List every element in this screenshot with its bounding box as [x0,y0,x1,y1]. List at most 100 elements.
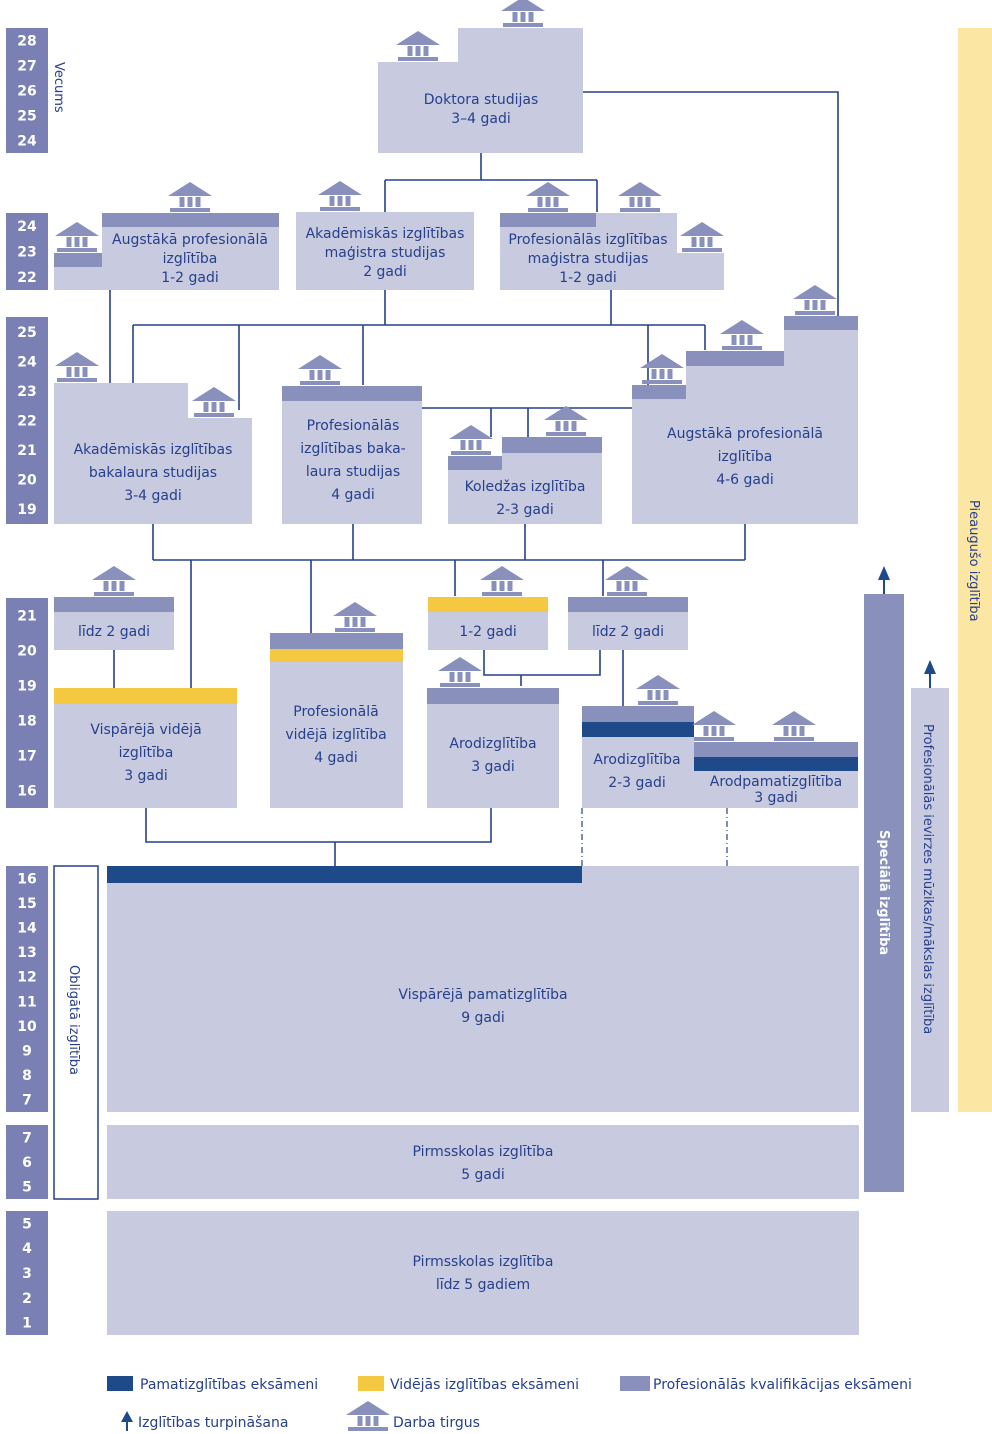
legend-continuation-label: Izglītības turpināšana [138,1415,288,1431]
labour-market-icon [92,566,136,596]
secondary-exam-bar [54,688,237,704]
labour-market-icon [449,425,493,455]
qualification-bar [54,597,174,612]
labour-market-icon [438,657,482,687]
vocational-secondary-box [270,633,403,808]
labour-market-icon [772,711,816,741]
qualification-bar [282,386,422,401]
labour-market-icon [605,566,649,596]
labour-market-icon [793,285,837,315]
age-tick-label: 24 [17,219,37,235]
age-tick-label: 10 [17,1019,37,1035]
age-tick-label: 14 [17,921,37,937]
age-tick-label: 20 [17,473,37,489]
special-education-label: Speciālā izglītība [876,830,891,955]
age-tick-label: 1 [22,1316,32,1332]
connector-lines [109,91,839,866]
labour-market-icon [298,355,342,385]
age-tick-label: 23 [17,384,36,400]
age-tick-label: 27 [17,59,36,75]
box-label-upto2-a: līdz 2 gadi [78,624,150,640]
basic-exam-bar [107,866,582,883]
age-tick-label: 5 [22,1180,32,1196]
qualification-bar [502,437,602,453]
legend-labour-market-label: Darba tirgus [393,1415,480,1431]
labour-market-icon [720,320,764,350]
age-tick-label: 18 [17,714,36,730]
prof-master-box [500,213,724,290]
age-tick-label: 16 [17,871,36,887]
age-column [6,213,48,290]
age-tick-label: 20 [17,644,37,660]
age-column [6,866,48,1112]
qualification-bar [568,597,688,612]
labour-market-icon [168,182,212,212]
labour-market-icon [680,222,724,252]
labour-market-icon [480,566,524,596]
labour-market-icons [55,0,837,741]
age-tick-label: 15 [17,896,36,912]
qualification-bar [500,213,596,227]
labour-market-icon [618,182,662,212]
age-tick-label: 19 [17,679,36,695]
preschool-15-box [107,1211,859,1335]
legend-qualification-label: Profesionālās kvalifikācijas eksāmeni [653,1377,912,1393]
age-column [6,1211,48,1335]
doctoral-box [378,28,583,153]
age-tick-label: 21 [17,609,36,625]
age-tick-label: 26 [17,84,36,100]
qualification-bar [448,456,502,470]
compulsory-bracket [53,865,99,1200]
age-tick-label: 9 [22,1044,32,1060]
labour-market-icon [318,181,362,211]
qualification-bar [784,316,858,330]
age-tick-label: 17 [17,749,36,765]
age-tick-label: 2 [22,1291,32,1307]
higher-prof-box [632,316,858,524]
qualification-bar [54,253,102,267]
labour-market-icon [640,354,684,384]
legend-labour-market-icon [346,1401,390,1431]
qualification-bar [694,742,858,757]
legend: Pamatizglītības eksāmeni Vidējās izglītī… [107,1376,912,1431]
age-tick-label: 12 [17,970,36,986]
basic-exam-bar [694,757,858,771]
age-axis-label: Vecums [51,62,66,113]
continuation-arrow [924,660,936,674]
legend-secondary-exam-label: Vidējās izglītības eksāmeni [390,1377,579,1393]
age-tick-label: 8 [22,1068,32,1084]
labour-market-icon [636,675,680,705]
labour-market-icon [396,31,440,61]
age-tick-label: 16 [17,784,36,800]
legend-continuation-icon [121,1411,133,1431]
labour-market-icon [333,602,377,632]
age-tick-label: 21 [17,443,36,459]
qualification-bar [102,213,279,227]
box-label-upto2-b: līdz 2 gadi [592,624,664,640]
age-tick-label: 3 [22,1266,32,1282]
age-tick-label: 24 [17,134,37,150]
age-tick-label: 28 [17,34,36,50]
labour-market-icon [544,406,588,436]
labour-market-icon [55,222,99,252]
age-tick-label: 11 [17,994,36,1010]
preschool-57-box [107,1125,859,1199]
legend-qualification-swatch [620,1376,650,1391]
age-tick-label: 23 [17,245,36,261]
qualification-bar [427,688,559,704]
age-column [6,1125,48,1199]
qualification-bar [686,351,784,366]
